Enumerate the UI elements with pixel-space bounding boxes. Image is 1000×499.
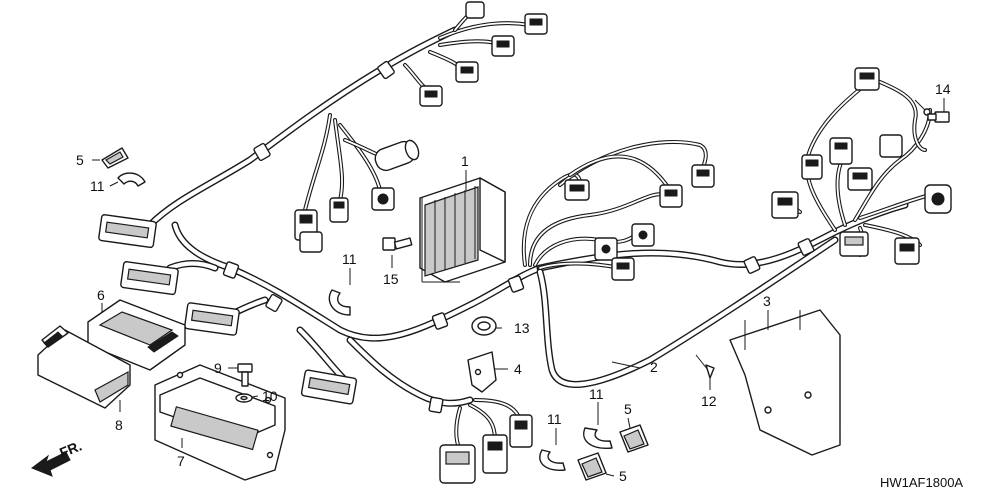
callout-9: 9	[214, 360, 222, 376]
tape-wraps	[222, 60, 815, 414]
callout-3: 3	[763, 293, 771, 309]
callout-2: 2	[650, 359, 658, 375]
connector	[98, 214, 157, 249]
connector	[631, 223, 655, 247]
connector	[329, 197, 349, 223]
callout-5-bottom-a: 5	[624, 401, 632, 417]
right-cluster	[771, 67, 952, 265]
front-arrow-icon	[30, 451, 71, 477]
connector	[839, 231, 869, 257]
tag-5-bottom-a	[619, 424, 649, 453]
connector	[611, 257, 635, 281]
callout-10: 10	[262, 388, 278, 404]
callout-14: 14	[935, 81, 951, 97]
callout-11-bottom-b: 11	[589, 386, 604, 402]
cover-8	[37, 325, 131, 409]
connector	[564, 179, 590, 201]
bolt-15	[382, 237, 413, 251]
regulator-rectifier	[419, 177, 506, 283]
connector	[771, 191, 799, 219]
tag-5-bottom-b	[577, 452, 607, 481]
connector	[491, 35, 515, 57]
leader-lines	[92, 98, 945, 477]
left-multi-connectors	[98, 214, 358, 405]
bolt-14	[927, 111, 950, 123]
pin-12	[695, 354, 715, 379]
front-direction-indicator: FR.	[30, 437, 84, 477]
connector	[524, 13, 548, 35]
sensor-cylinder	[374, 139, 420, 172]
connector	[465, 1, 485, 19]
bolt-9	[237, 363, 253, 387]
clip-11-mid	[328, 289, 351, 316]
callout-4: 4	[514, 361, 522, 377]
callout-8: 8	[115, 417, 123, 433]
cover-6	[87, 299, 186, 371]
connector	[455, 61, 479, 83]
clip-11-bottom-b	[583, 427, 613, 449]
bracket-plate-3	[729, 309, 841, 456]
connector	[829, 137, 853, 165]
connector	[594, 237, 618, 261]
connector	[924, 184, 952, 214]
connector	[659, 184, 683, 208]
callout-12: 12	[701, 393, 717, 409]
connector	[299, 231, 323, 253]
left-upper-branch	[294, 113, 420, 253]
callout-6: 6	[97, 287, 105, 303]
connector	[300, 369, 358, 405]
connector	[184, 302, 240, 336]
callout-5-bottom-b: 5	[619, 468, 627, 484]
callout-15: 15	[383, 271, 399, 287]
connector	[894, 237, 920, 265]
lower-middle-connectors	[439, 398, 533, 484]
washer-10	[235, 393, 253, 403]
connector	[854, 67, 880, 91]
connector	[439, 444, 476, 484]
callout-7: 7	[177, 453, 185, 469]
bracket-tray-7	[154, 364, 286, 481]
clip-11-top	[117, 172, 146, 187]
callout-11-mid: 11	[342, 251, 357, 267]
center-right-cluster	[521, 140, 715, 281]
callout-1: 1	[461, 153, 469, 169]
callout-labels: 1 15 11 2 3 4 13 5 11 6 8 7 9 10 11 11 5…	[76, 81, 951, 484]
bracket-4	[467, 351, 497, 393]
connector	[371, 187, 395, 211]
callout-5-top: 5	[76, 152, 84, 168]
connector	[482, 434, 508, 474]
top-connector-cluster	[403, 1, 548, 107]
callout-11-bottom-a: 11	[547, 411, 562, 427]
front-label: FR.	[57, 437, 84, 460]
connector	[120, 261, 179, 296]
connector	[419, 85, 443, 107]
connector	[691, 164, 715, 188]
connector	[847, 167, 873, 191]
callout-13: 13	[514, 320, 530, 336]
clip-11-bottom-a	[539, 449, 566, 471]
grommet-13	[471, 316, 497, 336]
connector	[879, 134, 903, 158]
callout-11-top: 11	[90, 178, 105, 194]
connector	[801, 154, 823, 180]
connector	[509, 414, 533, 448]
tag-5-top	[101, 147, 129, 169]
diagram-code: HW1AF1800A	[880, 475, 963, 490]
